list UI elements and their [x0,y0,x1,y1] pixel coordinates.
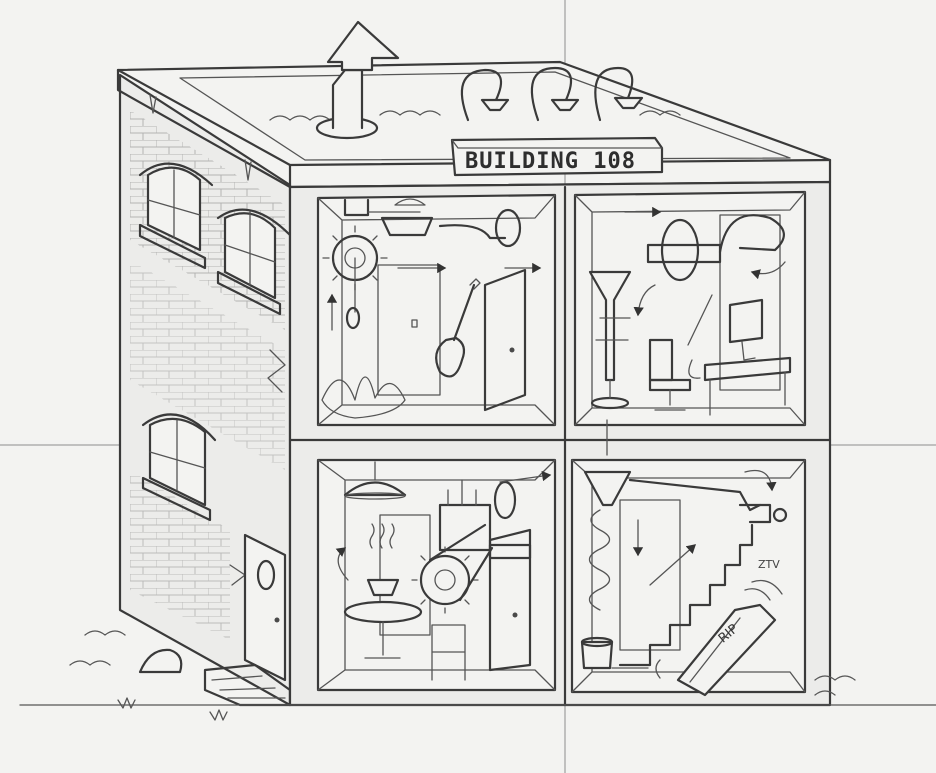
gear-icon-lower [411,546,479,614]
room-lower-left [316,458,557,692]
guitar-icon [435,278,481,378]
building-sign: BUILDING 108 [450,136,664,177]
funnel-icon [588,270,632,382]
roof-lamp-3 [594,66,644,122]
monitor-icon [728,298,764,361]
ground [19,630,936,721]
office-chair-icon [648,338,692,411]
room-upper-left [316,193,557,427]
sign-text: BUILDING 108 [465,149,636,174]
roof-lamp-1 [460,68,510,122]
side-window-upper-left [138,162,214,270]
room-lower-right: RIP ZTV [570,458,807,697]
lamp-icon [343,461,407,500]
scribble-text: ZTV [758,558,780,571]
side-window-lower [141,413,217,522]
room-upper-right [573,190,807,427]
chimney-icon [315,20,400,140]
coffin-icon: RIP [676,603,777,697]
side-window-upper-right [216,208,292,316]
side-door [243,533,287,682]
roof-lamp-2 [530,66,580,122]
